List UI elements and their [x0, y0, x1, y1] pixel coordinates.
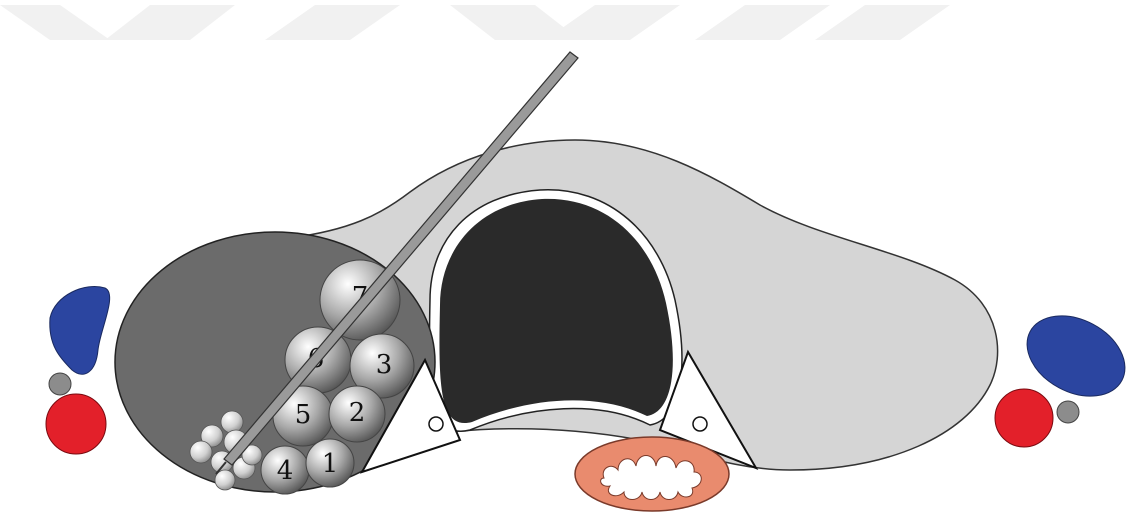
fascicle-4: 4: [261, 446, 309, 494]
fascicle-label-2: 2: [349, 398, 366, 428]
bottom-organ: [575, 437, 729, 511]
top-banner-stripes: [0, 5, 950, 40]
fascicle-label-1: 1: [322, 449, 339, 479]
fascicle-label-5: 5: [295, 400, 312, 430]
left-vessels: [46, 287, 110, 454]
fascicle-label-3: 3: [376, 350, 393, 380]
right-vessels: [995, 300, 1133, 447]
left-vein: [50, 287, 110, 375]
right-nerve-small: [1057, 401, 1079, 423]
left-nerve-small: [49, 373, 71, 395]
left-artery: [46, 394, 106, 454]
fascicle-2: 2: [329, 386, 385, 442]
fascicle-label-4: 4: [277, 456, 294, 486]
right-artery: [995, 389, 1053, 447]
fascicle-1: 1: [306, 439, 354, 487]
